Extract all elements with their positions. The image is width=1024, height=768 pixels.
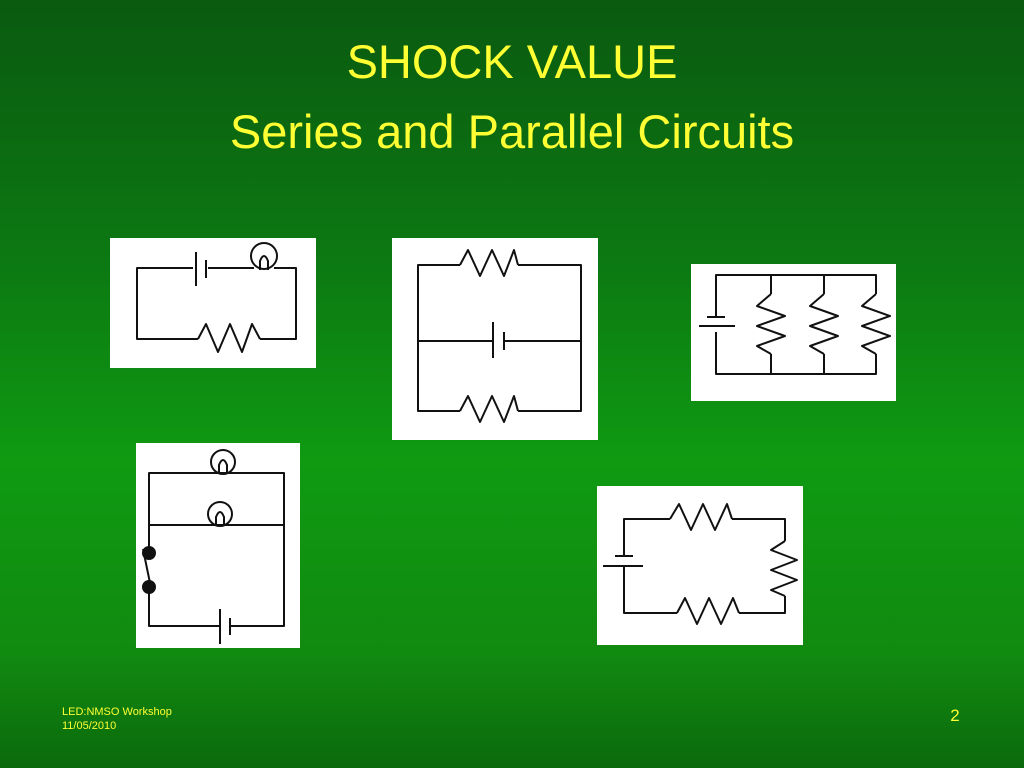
resistor-icon [809,293,839,355]
battery-icon [699,316,735,327]
wire-frame [715,274,877,375]
circuit-diagram-parallel-three-resistors [691,264,896,401]
battery-icon [195,252,207,286]
footer: LED:NMSO Workshop 11/05/2010 [62,705,172,733]
resistor-icon [676,597,740,625]
bulb-icon [210,449,236,475]
resistor-icon [756,293,786,355]
bulb-icon [250,242,278,270]
footer-workshop: LED:NMSO Workshop [62,706,172,718]
circuit-diagram-series-bulb [110,238,316,368]
footer-date: 11/05/2010 [62,720,117,732]
resistor-icon [197,323,261,353]
wire-frame [148,472,285,627]
slide-subtitle: Series and Parallel Circuits [229,105,795,158]
resistor-icon [669,503,733,531]
resistor-icon [459,249,519,277]
circuit-diagram-parallel-two-resistors [392,238,598,440]
page-number: 2 [950,706,960,725]
battery-icon [603,555,643,567]
resistor-icon [459,395,519,423]
wire-frame [417,264,582,412]
circuit-diagram-series-three-resistors [597,486,803,645]
bulb-icon [207,501,233,527]
resistor-icon [861,293,891,355]
battery-icon [492,322,505,358]
wire-frame [623,518,786,614]
circuit-diagram-parallel-bulbs-switch [136,443,300,648]
resistor-icon [770,540,798,597]
wire-loop [136,267,297,340]
slide-title: SHOCK VALUE [346,35,678,88]
battery-icon [219,609,231,644]
switch-icon [142,546,156,594]
